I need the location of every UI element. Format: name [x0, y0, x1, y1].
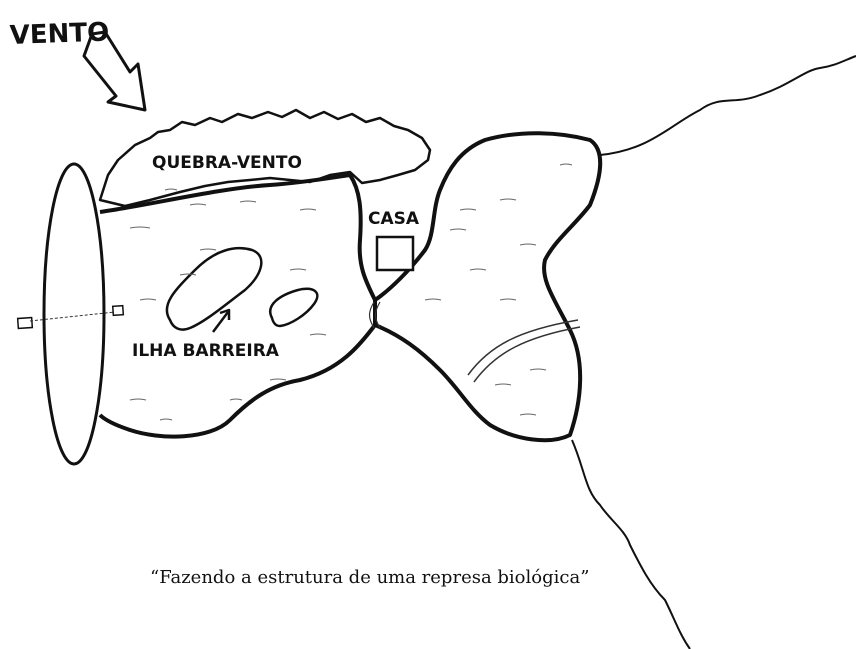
right-pond-outline: [373, 131, 603, 443]
right-dam-inner: [473, 326, 581, 383]
pipe-line: [29, 311, 116, 322]
small-dam-right: [374, 301, 381, 329]
right-dam-outer: [467, 319, 579, 376]
lower-river-line: [571, 439, 691, 649]
main-dam-ellipse: [42, 162, 106, 466]
left-pond-outline: [98, 173, 377, 439]
barrier-island-arrow: [212, 311, 229, 333]
diagram-caption: “Fazendo a estrutura de uma represa biol…: [150, 567, 590, 588]
house-label: CASA: [368, 209, 420, 229]
pipe-end-left: [16, 316, 34, 330]
small-dam-left: [368, 301, 375, 329]
house-square: [375, 235, 415, 272]
windbreak-strip: [98, 108, 432, 208]
water-texture: [129, 163, 573, 421]
barrier-island-label: ILHA BARREIRA: [132, 341, 280, 361]
barrier-island-large: [165, 246, 263, 331]
barrier-island-arrowhead: [219, 308, 231, 320]
windbreak-label: QUEBRA-VENTO: [152, 153, 302, 173]
pipe-end-right: [111, 304, 125, 317]
barrier-island-small: [269, 287, 319, 328]
upper-river-line: [599, 55, 856, 156]
wind-label: VENTO: [9, 18, 109, 51]
wind-arrow: [82, 30, 147, 112]
